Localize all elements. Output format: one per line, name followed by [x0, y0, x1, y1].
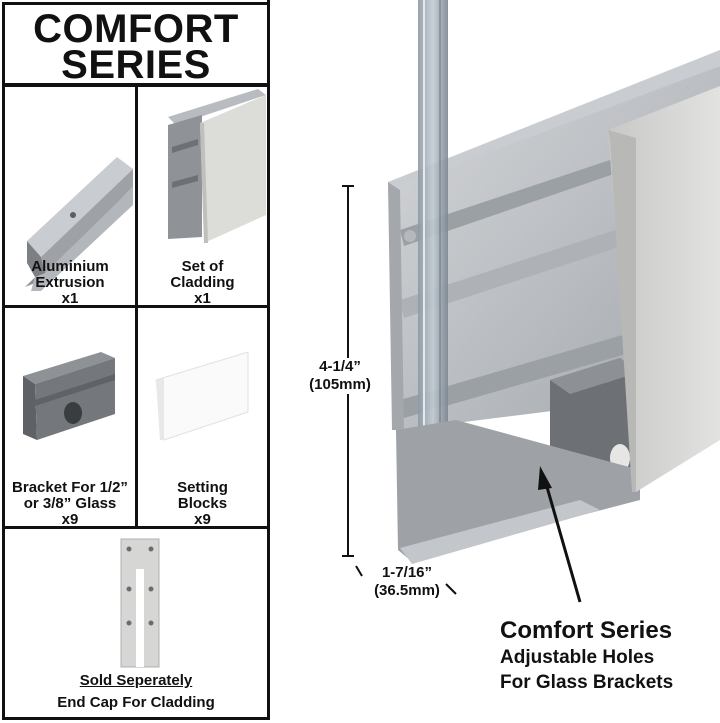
bracket-qty: x9 [61, 511, 79, 528]
end-cap-note: Sold Seperately [79, 672, 193, 689]
height-metric: (105mm) [309, 376, 371, 393]
bracket-name-line1: Bracket For 1/2” [12, 479, 128, 496]
lower-rail [400, 330, 640, 418]
extrusion-base [396, 420, 640, 560]
upper-rail [400, 150, 640, 246]
extrusion-image [25, 157, 133, 291]
width-dimension-tick-left [355, 565, 363, 577]
extrusion-name-line1: Aluminium [31, 258, 109, 275]
callout-title: Comfort Series [500, 617, 673, 644]
setting-blocks-name-line1: Setting [177, 479, 228, 496]
setting-blocks-name-line2: Blocks [177, 495, 228, 512]
extrusion-name-line2: Extrusion [35, 274, 105, 291]
width-dimension-label: 1-7/16” (36.5mm) [362, 564, 452, 600]
parts-panel: COMFORT SERIES Aluminium Extrusion x1 [0, 0, 270, 720]
cladding-qty: x1 [194, 290, 211, 307]
part-cell-cladding: Set of Cladding x1 [135, 84, 270, 308]
cladding-name-line1: Set of [181, 258, 224, 275]
title-line1: COMFORT [33, 7, 239, 51]
width-imperial: 1-7/16” [381, 564, 433, 581]
callout-arrowhead [538, 466, 552, 490]
cladding-name-line2: Cladding [170, 274, 235, 291]
title-box: COMFORT SERIES [2, 2, 270, 86]
part-cell-extrusion: Aluminium Extrusion x1 [2, 84, 138, 308]
rail-bead [404, 230, 416, 242]
part-cell-end-cap: Sold Seperately End Cap For Cladding [2, 526, 270, 720]
cladding-image [168, 89, 266, 243]
height-imperial: 4-1/4” [319, 358, 361, 375]
extrusion-front-wall [388, 182, 404, 430]
width-dimension-tick-right [445, 583, 457, 595]
callout-arrow-line [543, 479, 582, 603]
end-cap-image [120, 538, 160, 668]
glass-panel [418, 0, 448, 490]
middle-rail [400, 222, 640, 318]
height-dimension-label: 4-1/4” (105mm) [300, 358, 380, 394]
bracket-name-line2: or 3/8” Glass [23, 495, 117, 512]
title-line2: SERIES [61, 43, 211, 87]
width-metric: (36.5mm) [374, 582, 440, 599]
feature-callout: Comfort Series Adjustable Holes For Glas… [500, 617, 673, 695]
setting-blocks-qty: x9 [194, 511, 211, 528]
callout-line2: Adjustable Holes [500, 647, 655, 668]
extrusion-top-surface [388, 50, 720, 190]
part-cell-bracket: Bracket For 1/2” or 3/8” Glass x9 [2, 305, 138, 529]
setting-block-image [155, 351, 249, 441]
part-cell-setting-blocks: Setting Blocks x9 [135, 305, 270, 529]
bracket-image [23, 352, 115, 440]
callout-line3: For Glass Brackets [500, 672, 674, 693]
extrusion-qty: x1 [61, 290, 79, 307]
end-cap-name: End Cap For Cladding [57, 694, 215, 711]
